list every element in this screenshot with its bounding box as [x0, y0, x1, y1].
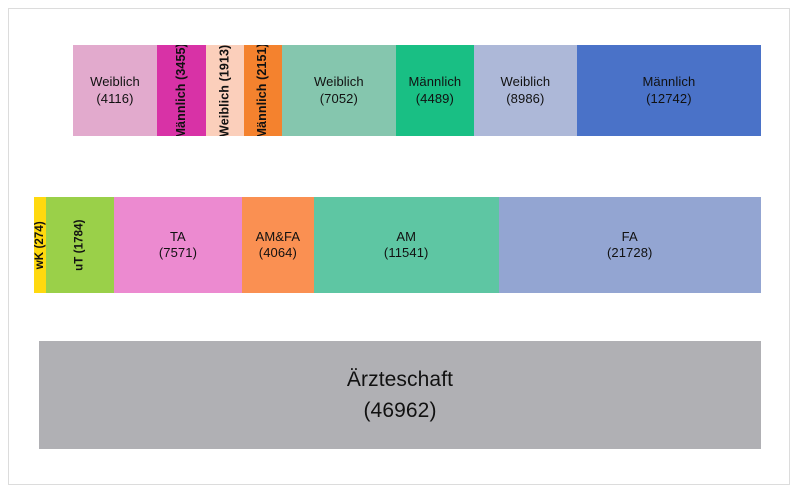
segment-name: uT — [73, 256, 86, 271]
bar-segment-label: Ärzteschaft (46962) — [347, 364, 453, 427]
segment-value: (4489) — [415, 90, 454, 106]
segment-name: Ärzteschaft — [346, 367, 454, 391]
bar-segment-label: Weiblich(8986) — [501, 74, 551, 107]
segment-value: (1913) — [217, 45, 232, 85]
bar-segment-label: Weiblich(4116) — [90, 74, 140, 107]
bar-segment-label: FA(21728) — [607, 229, 653, 262]
bar-segment-label: Weiblich(7052) — [314, 74, 364, 107]
bar-segment-am: AM(11541) — [313, 197, 499, 293]
bar-segment-label: Männlich (3455) — [174, 45, 190, 136]
segment-name: AM&FA — [255, 228, 301, 244]
plot-area: Weiblich(4116)Männlich (3455)Weiblich (1… — [9, 9, 789, 484]
bar-segment-weiblich: Weiblich(8986) — [473, 45, 577, 136]
segment-name: Männlich — [408, 74, 462, 90]
bar-segment-m-nnlich: Männlich(12742) — [576, 45, 761, 136]
bar-segment-fa: FA(21728) — [498, 197, 761, 293]
segment-name: Weiblich — [500, 74, 551, 90]
bar-segment-weiblich: Weiblich(7052) — [281, 45, 396, 136]
figure-frame: Weiblich(4116)Männlich (3455)Weiblich (1… — [8, 8, 790, 485]
bar-segment-label: uT (1784) — [73, 219, 87, 270]
bar-segment-ta: TA(7571) — [113, 197, 242, 293]
total-bar: Ärzteschaft (46962) — [39, 341, 761, 449]
bar-segment--rzteschaft: Ärzteschaft (46962) — [39, 341, 761, 449]
segment-value: (2151) — [255, 45, 270, 84]
bar-segment-label: Weiblich (1913) — [217, 45, 233, 136]
segment-name: FA — [621, 228, 638, 244]
segment-value: (7052) — [319, 90, 358, 106]
bar-segment-ut: uT (1784) — [45, 197, 114, 293]
segment-value: (274) — [34, 220, 46, 252]
segment-name: Männlich — [173, 83, 188, 136]
bar-segment-label: wK (274) — [34, 221, 46, 269]
segment-value: (1784) — [73, 219, 86, 257]
bar-segment-am-fa: AM&FA(4064) — [241, 197, 314, 293]
segment-value: (46962) — [363, 399, 437, 422]
segment-value: (4116) — [96, 90, 134, 106]
segment-name: Weiblich — [90, 74, 140, 90]
segment-name: Männlich — [642, 74, 696, 90]
bar-segment-label: TA(7571) — [159, 229, 197, 262]
bar-segment-label: AM(11541) — [384, 229, 429, 262]
segment-name: TA — [169, 228, 186, 244]
segment-value: (4064) — [258, 245, 297, 260]
bar-segment-weiblich: Weiblich(4116) — [73, 45, 157, 136]
bar-segment-wk: wK (274) — [34, 197, 46, 293]
segment-name: AM — [396, 228, 417, 244]
segment-value: (12742) — [646, 90, 692, 106]
bar-segment-label: Männlich(12742) — [642, 74, 695, 107]
segment-value: (8986) — [506, 90, 545, 106]
segment-value: (11541) — [383, 245, 429, 260]
segment-name: Weiblich — [217, 84, 232, 136]
bar-segment-weiblich: Weiblich (1913) — [205, 45, 244, 136]
bar-segment-m-nnlich: Männlich(4489) — [395, 45, 474, 136]
segment-name: Männlich — [255, 83, 270, 136]
segment-value: (3455) — [173, 45, 188, 84]
bar-segment-label: Männlich (2151) — [255, 45, 271, 136]
bar-segment-label: Männlich(4489) — [408, 74, 461, 107]
segment-name: wK — [34, 251, 46, 270]
bar-segment-m-nnlich: Männlich (3455) — [156, 45, 206, 136]
segment-value: (7571) — [158, 245, 198, 260]
bar-segment-label: AM&FA(4064) — [256, 229, 301, 262]
segment-name: Weiblich — [313, 74, 364, 90]
gender-bar: Weiblich(4116)Männlich (3455)Weiblich (1… — [73, 45, 761, 136]
segment-value: (21728) — [606, 245, 653, 260]
qualification-bar: wK (274)uT (1784)TA(7571)AM&FA(4064)AM(1… — [34, 197, 761, 293]
bar-segment-m-nnlich: Männlich (2151) — [243, 45, 282, 136]
